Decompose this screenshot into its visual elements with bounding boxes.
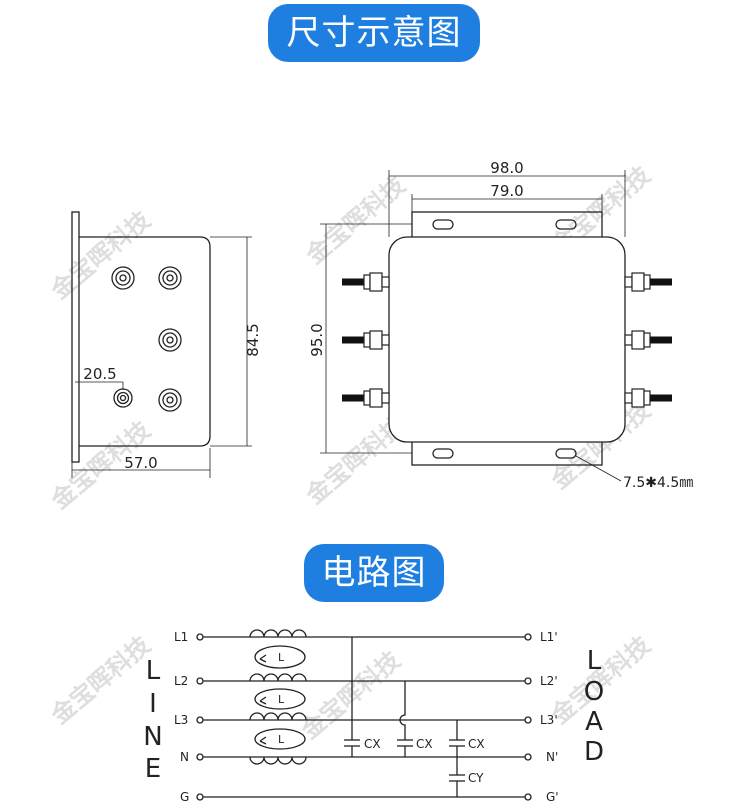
- load-l3-label: L3': [540, 713, 558, 727]
- cy-label: CY: [468, 771, 484, 785]
- cx-label: CX: [468, 737, 485, 751]
- load-letter: A: [585, 707, 603, 737]
- cx-label: CX: [416, 737, 433, 751]
- load-l1-label: L1': [540, 630, 558, 644]
- load-l2-label: L2': [540, 674, 558, 688]
- mounting-slot: [432, 448, 454, 459]
- inductor-label: L: [278, 651, 285, 664]
- terminal-studs-right: [624, 272, 672, 408]
- line-l1-label: L1: [174, 630, 188, 644]
- terminal-group: [111, 266, 182, 412]
- load-letter: L: [587, 646, 602, 676]
- mounting-slot: [555, 448, 577, 459]
- terminal-studs-left: [342, 272, 390, 408]
- line-letter: L: [146, 656, 161, 686]
- load-word: L O A D: [584, 646, 604, 767]
- cx-label: CX: [364, 737, 381, 751]
- line-n-label: N: [180, 750, 189, 764]
- line-l3-label: L3: [174, 713, 188, 727]
- front-body: [388, 236, 626, 443]
- line-l2-label: L2: [174, 674, 188, 688]
- load-n-label: N': [546, 750, 558, 764]
- y-capacitor: [449, 774, 465, 797]
- watermark-text: 金宝晖科技: [295, 645, 406, 745]
- line-letter: E: [145, 754, 161, 784]
- line-letter: I: [149, 689, 157, 719]
- line-g-label: G: [180, 790, 189, 804]
- front-height-label: 95.0: [308, 323, 326, 356]
- inductor-label: L: [278, 693, 285, 706]
- line-letter: N: [143, 722, 162, 752]
- side-flange: [71, 211, 80, 463]
- side-body: [79, 236, 211, 447]
- slot-size-label: 7.5✱4.5㎜: [623, 475, 693, 491]
- circuit-terminals: [196, 633, 532, 801]
- terminal-offset-label: 20.5: [83, 365, 116, 383]
- side-width-label: 57.0: [124, 454, 157, 472]
- load-letter: O: [584, 677, 604, 707]
- overall-width-label: 98.0: [490, 159, 523, 177]
- side-view: [71, 211, 252, 478]
- mount-width-label: 79.0: [490, 182, 523, 200]
- circuit-labels: L1 L2 L3 N G L1' L2' L3' N' G' L L L CX …: [174, 630, 559, 804]
- mounting-slot: [432, 219, 454, 230]
- common-mode-choke: [249, 629, 307, 765]
- mounting-slot: [555, 219, 577, 230]
- circuit-diagram: [196, 629, 532, 801]
- line-word: L I N E: [143, 656, 162, 784]
- inductor-label: L: [278, 733, 285, 746]
- load-letter: D: [584, 737, 604, 767]
- load-g-label: G': [546, 790, 559, 804]
- watermark-text: 金宝晖科技: [45, 630, 156, 730]
- circuit-diagram-heading: 电路图: [304, 544, 444, 602]
- x-capacitors: [344, 637, 465, 775]
- side-height-label: 84.5: [244, 323, 262, 356]
- watermark-text: 金宝晖科技: [45, 205, 156, 305]
- dimension-diagram-heading: 尺寸示意图: [268, 4, 480, 62]
